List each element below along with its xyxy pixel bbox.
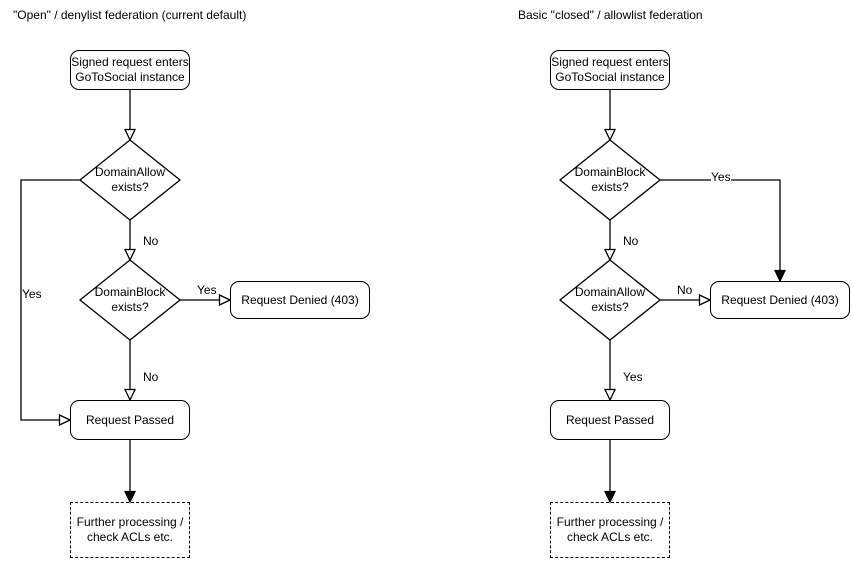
edge-domainallow-yes-to-passed xyxy=(20,179,80,420)
edge-label-domainallow-no: No xyxy=(677,283,693,297)
edge-label-domainblock-no: No xyxy=(143,370,159,384)
domainblock-decision-label: DomainBlock exists? xyxy=(574,165,646,194)
request-passed-node: Request Passed xyxy=(550,400,670,440)
chart-title: Basic "closed" / allowlist federation xyxy=(518,8,703,22)
edge-label-domainblock-yes: Yes xyxy=(711,170,731,184)
chart-title: "Open" / denylist federation (current de… xyxy=(13,8,247,22)
allowlist-flowchart: Basic "closed" / allowlist federation Si… xyxy=(480,0,851,561)
edges-layer xyxy=(20,90,371,561)
edge-label-domainallow-no: No xyxy=(143,234,159,248)
edge-label-domainallow-yes: Yes xyxy=(623,370,643,384)
edges-layer xyxy=(558,90,851,561)
request-passed-node: Request Passed xyxy=(70,400,190,440)
domainallow-decision-diamond xyxy=(558,259,662,341)
start-node: Signed request enters GoToSocial instanc… xyxy=(550,50,670,90)
edge-domainblock-yes-to-denied xyxy=(660,179,780,281)
start-node: Signed request enters GoToSocial instanc… xyxy=(70,50,190,90)
edge-label-domainblock-no: No xyxy=(623,234,639,248)
domainallow-decision-diamond xyxy=(78,139,182,221)
domainallow-decision-label: DomainAllow exists? xyxy=(574,285,646,314)
domainallow-decision-label: DomainAllow exists? xyxy=(94,165,166,194)
request-denied-node: Request Denied (403) xyxy=(230,281,370,319)
domainblock-decision-diamond xyxy=(558,139,662,221)
edge-label-domainallow-yes: Yes xyxy=(22,287,42,301)
domainblock-decision-label: DomainBlock exists? xyxy=(94,285,166,314)
denylist-flowchart: "Open" / denylist federation (current de… xyxy=(0,0,371,561)
further-processing-node: Further processing / check ACLs etc. xyxy=(550,502,670,558)
further-processing-node: Further processing / check ACLs etc. xyxy=(70,502,190,558)
edge-label-domainblock-yes: Yes xyxy=(197,283,217,297)
request-denied-node: Request Denied (403) xyxy=(710,281,850,319)
domainblock-decision-diamond xyxy=(78,259,182,341)
